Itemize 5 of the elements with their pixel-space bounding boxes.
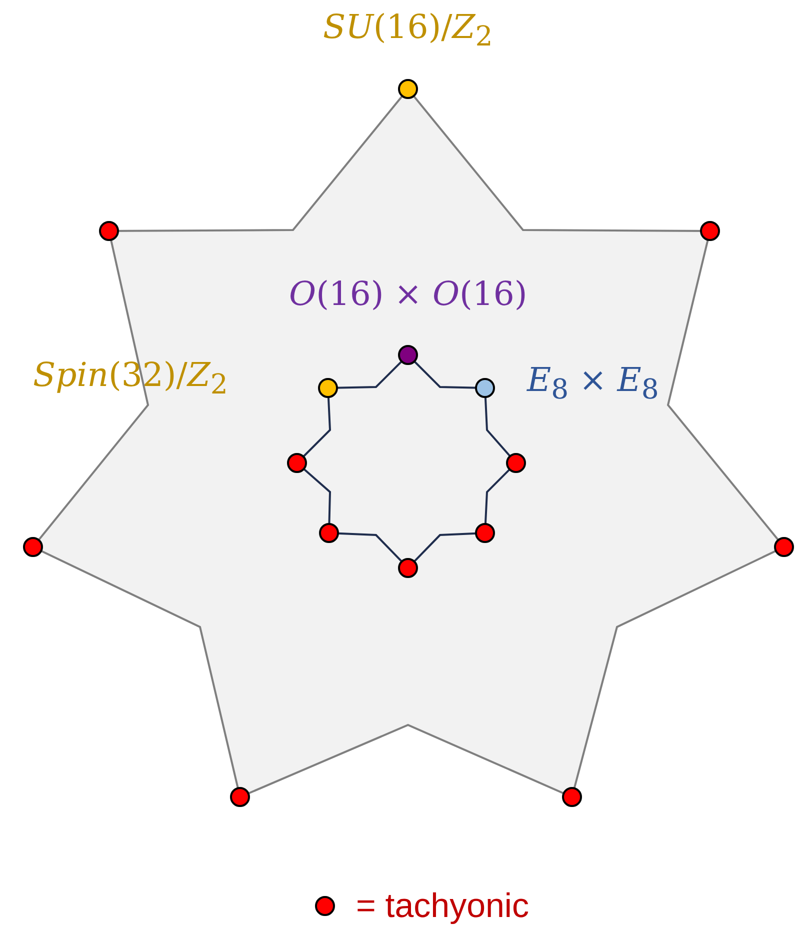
legend-label: = tachyonic xyxy=(356,889,529,923)
group-label: SU(16)/Z$_{2}$ xyxy=(323,10,493,51)
group-label: O(16) × O(16) xyxy=(289,276,528,310)
group-label: E$_{8}$ × E$_{8}$ xyxy=(527,362,659,404)
group-label: Spin(32)/Z$_{2}$ xyxy=(33,358,228,399)
